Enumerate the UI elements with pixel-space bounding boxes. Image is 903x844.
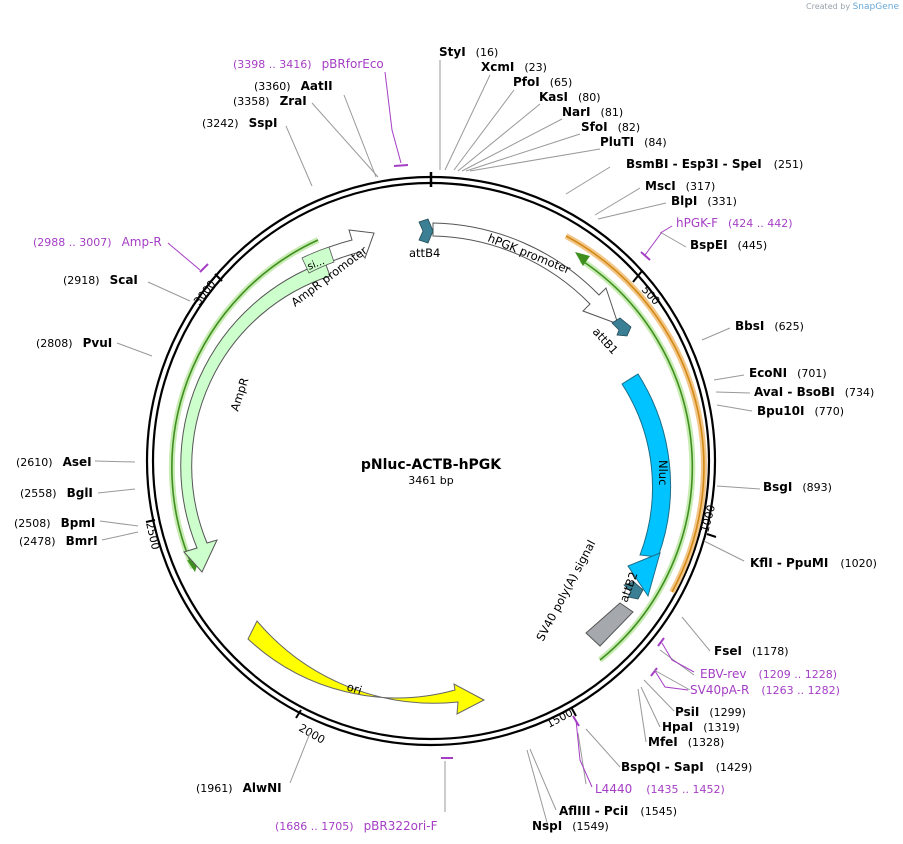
enzyme-asei: (2610)AseI	[16, 455, 92, 469]
snapgene-logo: SnapGene	[852, 2, 899, 12]
enzyme-kfli: KflI - PpuMI(1020)	[750, 556, 877, 570]
enzyme-bmri: (2478)BmrI	[19, 534, 98, 548]
tick-2000: 2000	[297, 721, 328, 746]
enzyme-scai: (2918)ScaI	[63, 273, 138, 287]
enzyme-hpai: HpaI(1319)	[662, 720, 740, 734]
tick-1500-mark	[570, 706, 577, 717]
hpgk-promoter-label: hPGK promoter	[486, 231, 573, 277]
enzyme-bpu10i: Bpu10I(770)	[757, 404, 844, 418]
enzyme-bgli: (2558)BglI	[20, 486, 93, 500]
primer-pbrforeco: (3398 .. 3416)pBRforEco	[233, 57, 384, 71]
sv40-polya-label: SV40 poly(A) signal	[533, 538, 598, 644]
enzyme-labels: StyI(16) XcmI(23) PfoI(65) KasI(80) NarI…	[14, 45, 877, 833]
attb4-label: attB4	[409, 246, 440, 260]
tick-1500: 1500	[544, 706, 575, 731]
attb4-feature	[418, 218, 434, 244]
enzyme-afliii: AflIII - PciI(1545)	[559, 804, 677, 818]
enzyme-econi: EcoNI(701)	[749, 366, 827, 380]
enzyme-xcmi: XcmI(23)	[481, 60, 547, 74]
enzyme-styi: StyI(16)	[439, 45, 498, 59]
enzyme-nspi: NspI(1549)	[532, 819, 609, 833]
ampr-feature	[180, 261, 331, 573]
enzyme-bspei: BspEI(445)	[690, 238, 767, 252]
nluc-label: Nluc	[656, 460, 670, 485]
sv40-polya-feature	[585, 602, 634, 647]
green-arc-right-head	[575, 252, 590, 266]
sv40par-mark	[650, 667, 658, 677]
primer-l4440: L4440(1435 .. 1452)	[595, 782, 725, 796]
ampr-label: AmpR	[228, 376, 252, 413]
ori-feature	[247, 620, 486, 715]
app-credit: Created by SnapGene	[806, 2, 899, 12]
enzyme-psii: PsiI(1299)	[675, 705, 746, 719]
enzyme-zrai: (3358)ZraI	[233, 94, 307, 108]
enzyme-bspqi: BspQI - SapI(1429)	[621, 760, 752, 774]
tick-2000-mark	[295, 709, 302, 719]
primer-ebvrev: EBV-rev(1209 .. 1228)	[700, 667, 837, 681]
green-arc-left	[171, 239, 319, 569]
hpgk-promoter-arrow	[432, 222, 619, 325]
tick-3000: 3000	[191, 278, 218, 308]
tick-500-mark	[632, 270, 643, 283]
enzyme-kasi: KasI(80)	[539, 90, 601, 104]
primer-sv40par: SV40pA-R(1263 .. 1282)	[690, 683, 840, 697]
enzyme-nari: NarI(81)	[562, 105, 623, 119]
nluc-head	[627, 552, 661, 598]
primer-pbr322ori: (1686 .. 1705)pBR322ori-F	[275, 819, 438, 833]
signal-sequence-feature	[301, 246, 335, 274]
tick-2500: 2500	[143, 521, 162, 551]
tick-2500-mark	[145, 519, 156, 523]
attb2-feature	[623, 581, 644, 600]
plasmid-size: 3461 bp	[408, 474, 453, 487]
pbrforeco-mark	[393, 164, 409, 167]
primer-ampr: (2988 .. 3007)Amp-R	[33, 235, 162, 249]
enzyme-bsmbi: BsmBI - Esp3I - SpeI(251)	[626, 157, 803, 171]
primer-hpgkf: hPGK-F(424 .. 442)	[676, 216, 793, 230]
enzyme-sfoi: SfoI(82)	[581, 120, 640, 134]
ori-label: ori	[345, 680, 364, 698]
nluc-body	[621, 373, 672, 558]
enzyme-pvui: (2808)PvuI	[36, 336, 112, 350]
orange-arc	[565, 235, 705, 593]
attb1-label: attB1	[590, 325, 621, 358]
enzyme-pluti: PluTI(84)	[600, 135, 667, 149]
enzyme-pfoi: PfoI(65)	[513, 75, 572, 89]
enzyme-bpmi: (2508)BpmI	[14, 516, 95, 530]
enzyme-avai: AvaI - BsoBI(734)	[754, 385, 874, 399]
ampr-primer-mark	[199, 263, 209, 273]
primer-labels: (3398 .. 3416)pBRforEco (2988 .. 3007)Am…	[33, 57, 840, 833]
credit-prefix: Created by	[806, 2, 851, 11]
leader-lines	[94, 60, 761, 827]
plasmid-name: pNluc-ACTB-hPGK	[361, 457, 502, 473]
hpgkf-mark	[640, 251, 651, 261]
tick-1000-mark	[706, 533, 717, 538]
green-arc-right-glow	[579, 257, 696, 663]
enzyme-aatii: (3360)AatII	[254, 79, 333, 93]
enzyme-alwni: (1961)AlwNI	[196, 781, 282, 795]
enzyme-mfei: MfeI(1328)	[648, 735, 724, 749]
enzyme-bsgi: BsgI(893)	[763, 480, 832, 494]
enzyme-blpi: BlpI(331)	[671, 194, 737, 208]
enzyme-fsei: FseI(1178)	[714, 644, 789, 658]
enzyme-msci: MscI(317)	[645, 179, 715, 193]
enzyme-bbsi: BbsI(625)	[735, 319, 804, 333]
green-arc-right	[580, 259, 694, 661]
ebvrev-mark	[657, 637, 665, 647]
tick-3000-mark	[214, 273, 223, 282]
attb1-feature	[611, 317, 632, 337]
enzyme-sspi: (3242)SspI	[202, 116, 277, 130]
